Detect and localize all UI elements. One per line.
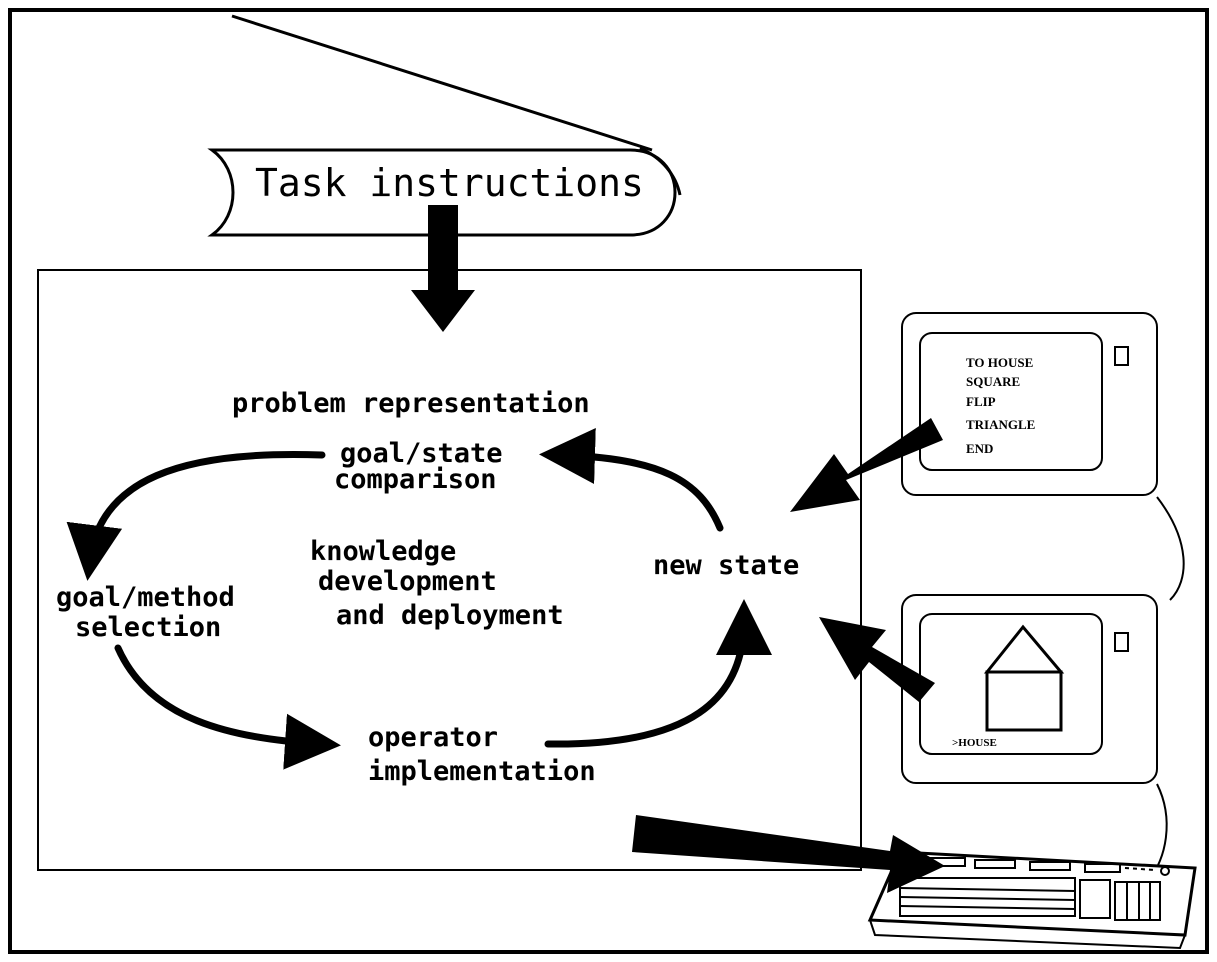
operator-label-1: operator xyxy=(368,722,498,753)
monitor-graphics: >HOUSE xyxy=(901,594,1158,784)
goal-state-label-2: comparison xyxy=(334,464,497,495)
knowledge-label-3: and deployment xyxy=(336,600,564,631)
goal-method-label-1: goal/method xyxy=(56,582,235,613)
cycle-arrow-newstate-to-comparison xyxy=(539,428,724,532)
task-instructions-label: Task instructions xyxy=(255,161,644,205)
monitor-button xyxy=(1114,346,1129,366)
goal-state-label-1: goal/state xyxy=(340,438,503,469)
code-line-5: END xyxy=(966,441,993,456)
code-line-1: TO HOUSE xyxy=(966,355,1033,370)
house-prompt: >HOUSE xyxy=(952,737,997,749)
house-roof xyxy=(983,624,1065,674)
code-line-4: TRIANGLE xyxy=(966,417,1035,432)
instructions-down-arrow xyxy=(411,205,475,332)
monitor-code: TO HOUSE SQUARE FLIP TRIANGLE END xyxy=(901,312,1158,496)
code-line-3: FLIP xyxy=(966,394,996,409)
cable-bottom xyxy=(1149,783,1168,879)
keyboard xyxy=(867,850,1197,950)
house-square xyxy=(985,670,1063,732)
knowledge-label-1: knowledge xyxy=(310,536,456,567)
cycle-arrow-selection-to-operator xyxy=(114,644,341,770)
operator-label-2: implementation xyxy=(368,756,596,787)
goal-method-label-2: selection xyxy=(75,612,221,643)
arrow-from-graphics-monitor xyxy=(819,617,935,702)
new-state-label: new state xyxy=(653,550,799,581)
cycle-arrow-operator-to-newstate xyxy=(544,599,772,748)
arrow-to-keyboard xyxy=(632,815,945,893)
outer-frame xyxy=(8,8,1209,954)
task-instructions-scroll: Task instructions xyxy=(207,14,682,237)
knowledge-label-2: development xyxy=(318,566,497,597)
monitor-button xyxy=(1114,632,1129,652)
cable-top xyxy=(1156,496,1185,601)
problem-representation-label: problem representation xyxy=(232,388,590,419)
cycle-arrow-comparison-to-selection xyxy=(66,450,326,581)
code-line-2: SQUARE xyxy=(966,374,1020,389)
arrow-from-code-monitor xyxy=(790,418,943,512)
